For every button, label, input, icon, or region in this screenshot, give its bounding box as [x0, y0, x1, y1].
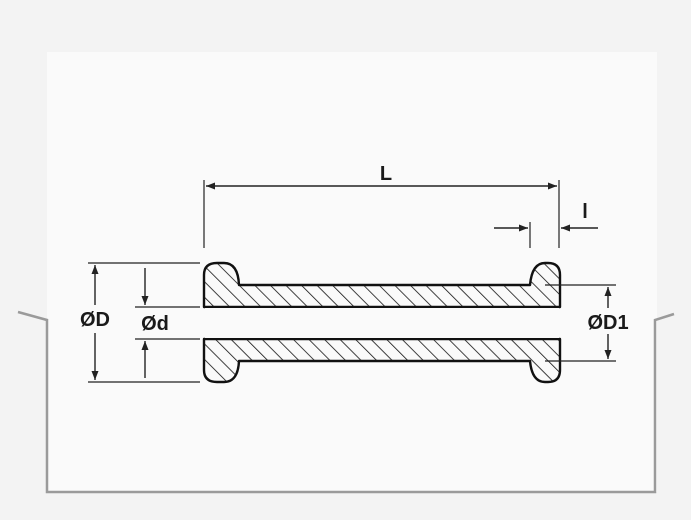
flange-width-label: l — [582, 201, 588, 223]
panel-frame — [17, 310, 675, 494]
length-label: L — [380, 163, 392, 185]
bore — [205, 308, 559, 338]
upper-wall-section — [202, 261, 562, 309]
drawing-panel — [47, 52, 657, 492]
lower-wall-section — [202, 337, 562, 384]
outer-diameter-label: ØD — [80, 309, 110, 331]
inner-diameter-label: Ød — [141, 313, 169, 335]
body-diameter-label: ØD1 — [587, 312, 628, 334]
